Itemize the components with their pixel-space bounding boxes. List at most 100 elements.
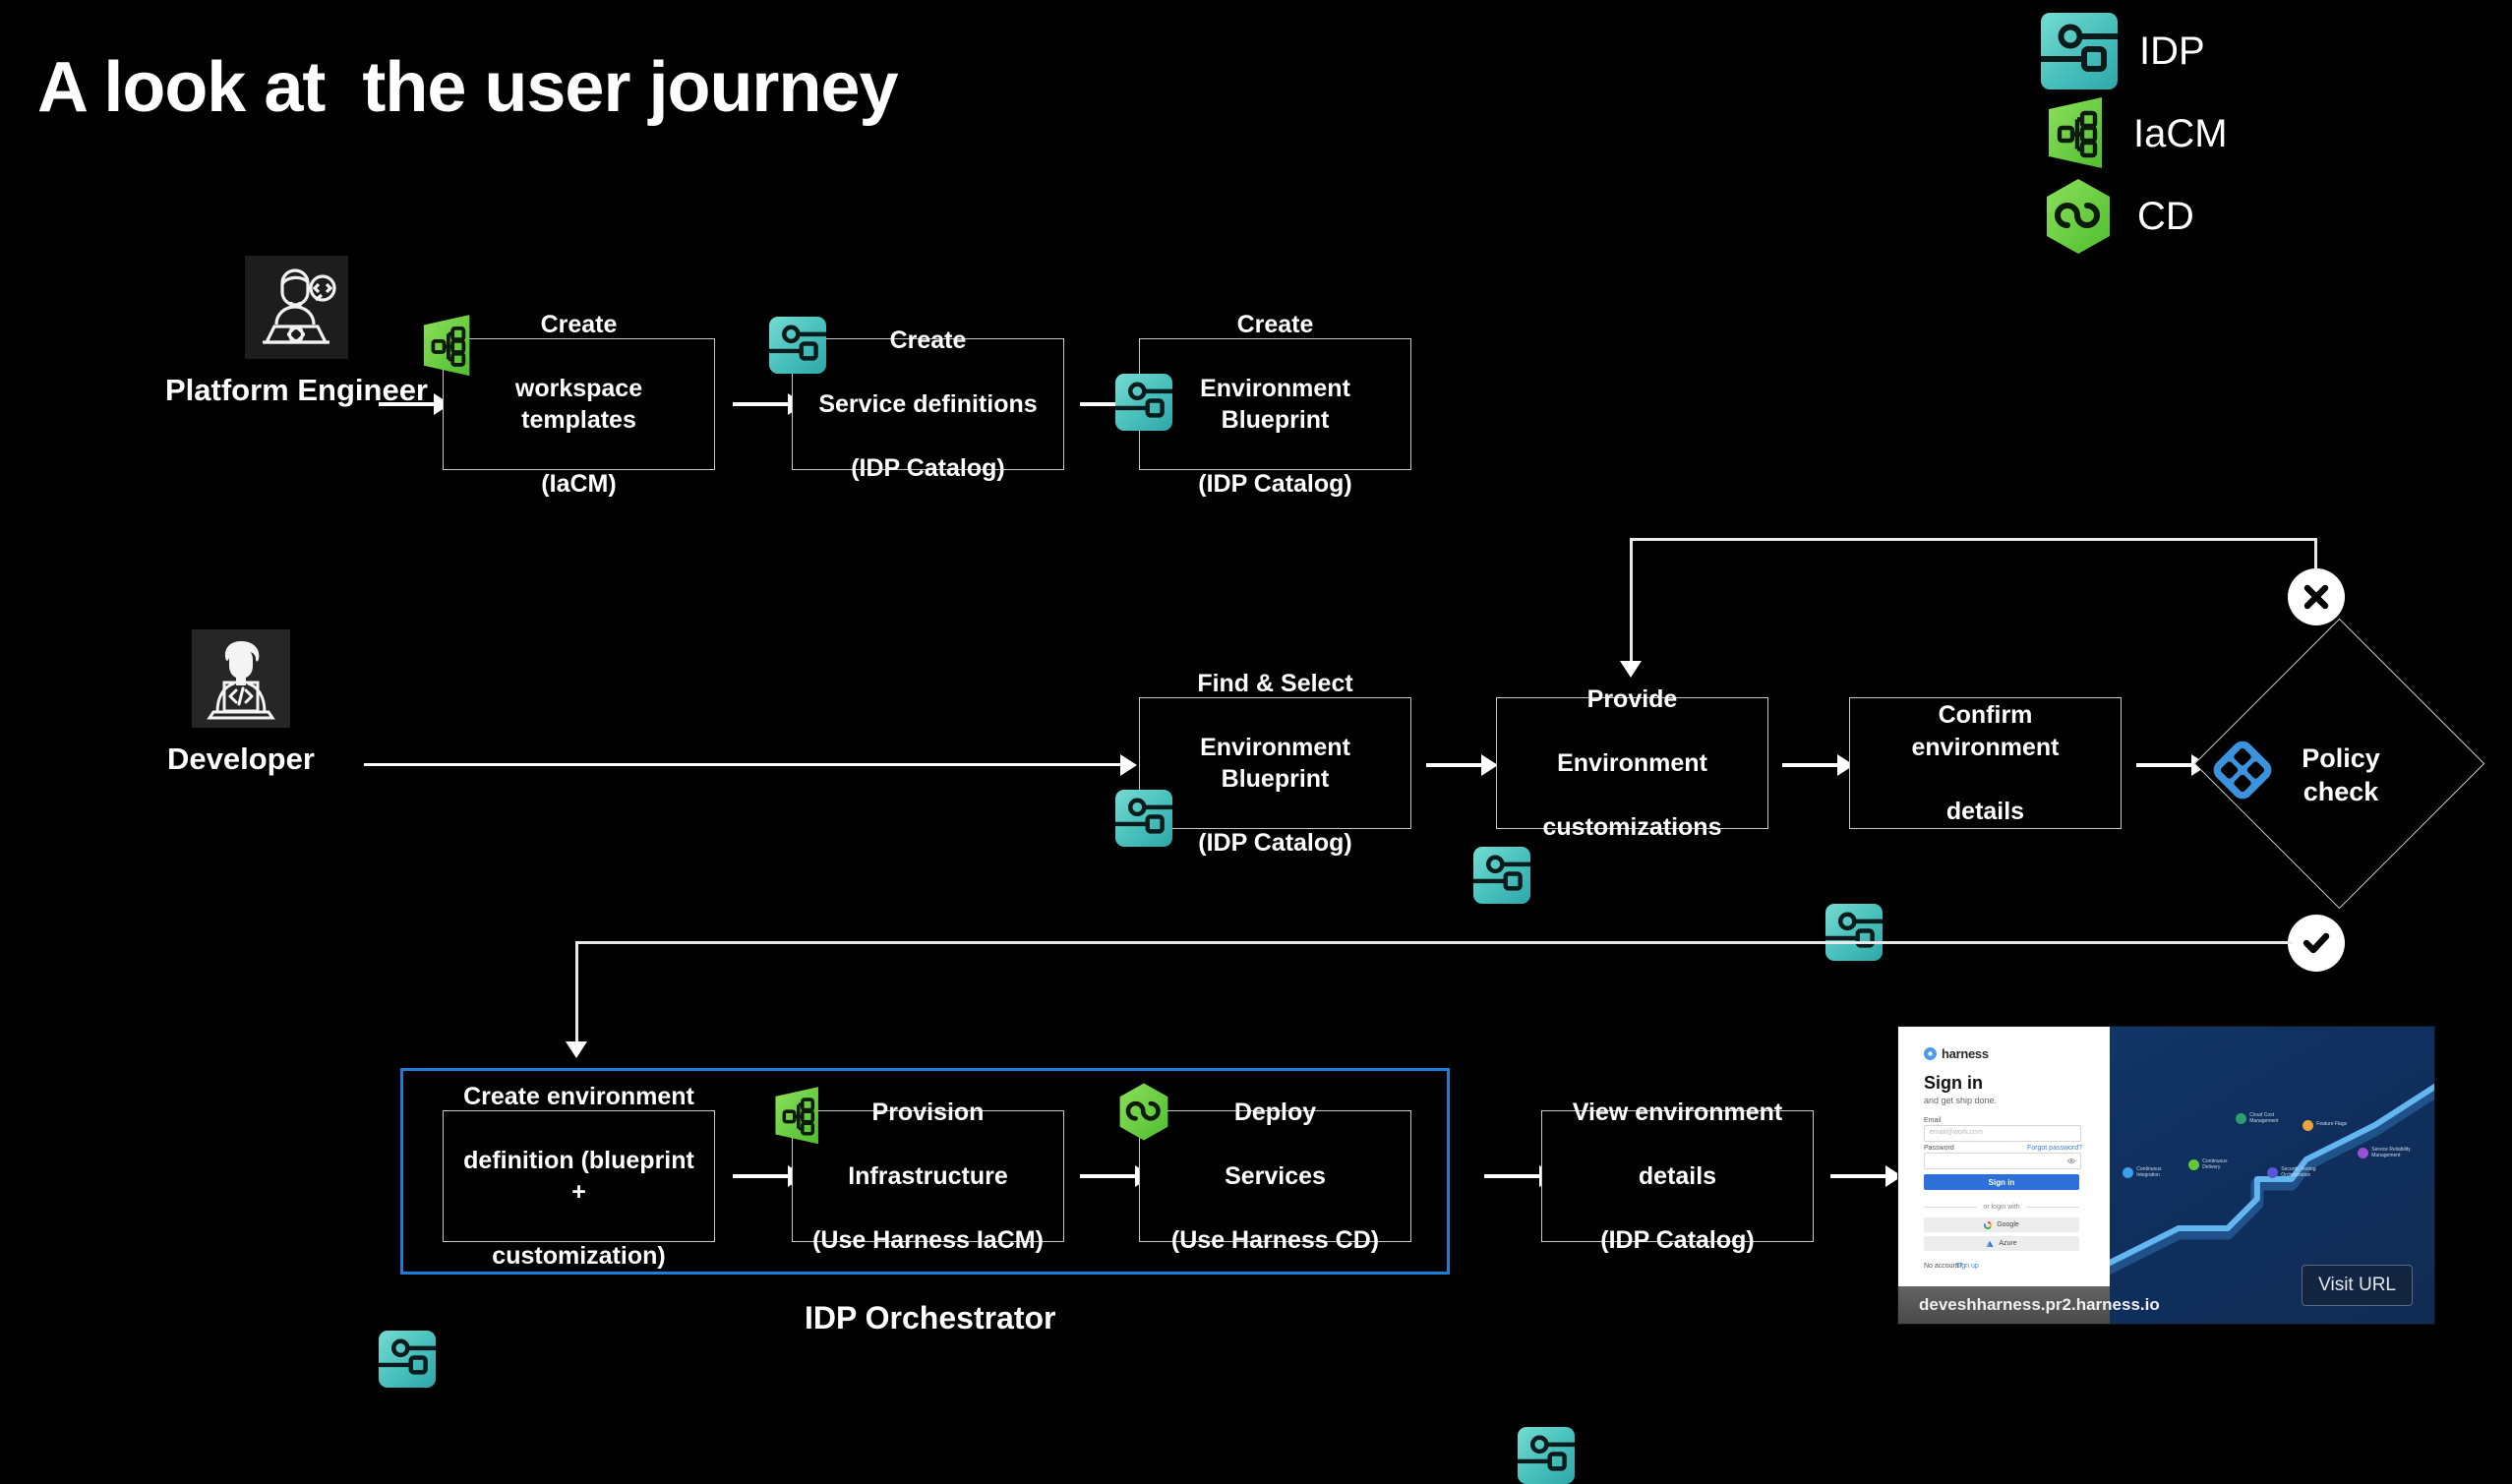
iacm-icon [769, 1085, 826, 1148]
step-deploy-services[interactable]: Deploy Services (Use Harness CD) [1139, 1098, 1411, 1254]
step-provision-infrastructure[interactable]: Provision Infrastructure (Use Harness Ia… [792, 1098, 1064, 1254]
step-line: Provision [871, 1098, 985, 1126]
arrowhead [1481, 754, 1498, 776]
decision-label: Policy check [2282, 742, 2400, 809]
visit-url-button[interactable]: Visit URL [2302, 1265, 2413, 1306]
node-label-cd: Continuous Delivery [2202, 1158, 2228, 1171]
email-label: Email [1924, 1117, 1942, 1124]
node-label-ff: Feature Flags [2316, 1121, 2348, 1127]
step-find-select-blueprint[interactable]: Find & Select Environment Blueprint (IDP… [1139, 670, 1411, 857]
arrow-orch1-to-orch2 [733, 1174, 788, 1178]
step-line: Infrastructure [848, 1161, 1008, 1190]
harness-mark-icon [1924, 1047, 1937, 1060]
policy-icon [2208, 736, 2277, 804]
harness-signin-screenshot[interactable]: harness Sign in and get ship done. Email… [1898, 1027, 2434, 1324]
arrow-step3-to-policy [2136, 763, 2191, 767]
step-create-service-definitions[interactable]: Create Service definitions (IDP Catalog) [792, 326, 1064, 482]
arrow-pe-to-step1 [379, 402, 434, 406]
step-line: Environment Blueprint [1200, 733, 1350, 794]
google-login-button[interactable]: Google [1924, 1217, 2079, 1232]
signin-heading: Sign in [1924, 1073, 1983, 1093]
persona-developer: Developer [167, 629, 315, 777]
arrow-step2-to-step3 [1782, 763, 1837, 767]
step-line: (IDP Catalog) [1600, 1225, 1755, 1254]
step-line: Environment Blueprint [1200, 374, 1350, 435]
arrow-orch2-to-orch3 [1080, 1174, 1135, 1178]
signin-button[interactable]: Sign in [1924, 1174, 2079, 1190]
arrow-dev-to-step1 [364, 763, 1126, 766]
loop-pass-segment [575, 941, 578, 1044]
node-label-ccm: Cloud Cost Management [2249, 1112, 2279, 1125]
step-create-environment-definition[interactable]: Create environment definition (blueprint… [443, 1083, 715, 1270]
step-line: Services [1225, 1161, 1326, 1190]
legend-label-cd: CD [2137, 194, 2194, 238]
cd-icon [2041, 177, 2116, 256]
google-login-label: Google [1997, 1221, 2019, 1228]
node-dot-cd [2188, 1159, 2200, 1170]
persona-label-developer: Developer [167, 742, 315, 776]
step-line: Find & Select [1197, 669, 1353, 697]
email-placeholder: email@work.com [1930, 1129, 1983, 1136]
url-text: deveshharness.pr2.harness.io [1919, 1295, 2160, 1314]
idp-icon [1518, 1427, 1575, 1484]
node-dot-ccm [2236, 1113, 2247, 1124]
step-line: details [1638, 1161, 1717, 1190]
loop-fail-segment [1630, 538, 2317, 541]
node-dot-ci [2123, 1167, 2134, 1178]
arrowhead [1120, 754, 1137, 776]
legend-label-iacm: IaCM [2133, 111, 2228, 155]
step-line: (Use Harness CD) [1170, 1225, 1380, 1254]
harness-logo: harness [1924, 1046, 1989, 1061]
x-circle-icon [2288, 568, 2345, 625]
divider: or login with [1924, 1204, 2080, 1211]
step-line: details [1945, 797, 2025, 825]
signin-panel: harness Sign in and get ship done. Email… [1898, 1027, 2111, 1324]
url-bar: deveshharness.pr2.harness.io [1898, 1286, 2160, 1324]
step-line: View environment [1572, 1098, 1783, 1126]
legend-item-cd: CD [2041, 175, 2228, 258]
step-line: (IDP Catalog) [1198, 470, 1352, 498]
step-line: (IDP Catalog) [851, 453, 1005, 482]
brand-name: harness [1942, 1046, 1989, 1061]
step-line: Service definitions [818, 389, 1038, 418]
idp-icon [1115, 374, 1172, 431]
step-line: Confirm environment [1911, 701, 2060, 761]
step-confirm-environment-details[interactable]: Confirm environment details [1849, 697, 2122, 829]
iacm-icon [2041, 95, 2112, 172]
signup-prompt: No account? [1924, 1263, 1963, 1270]
persona-label-platform-engineer: Platform Engineer [165, 373, 428, 407]
slide-canvas: A look at the user journey IDP [37, 13, 2485, 1484]
idp-icon [769, 317, 826, 374]
loop-fail-segment [2314, 539, 2317, 570]
node-label-sto: Security Testing Orchestration [2281, 1166, 2316, 1179]
idp-icon [379, 1331, 436, 1388]
step-create-environment-blueprint[interactable]: Create Environment Blueprint (IDP Catalo… [1139, 311, 1411, 498]
step-provide-customizations[interactable]: Provide Environment customizations [1496, 685, 1768, 841]
arrow-view-to-screenshot [1830, 1174, 1885, 1178]
check-circle-icon [2288, 915, 2345, 972]
step-line: (IaCM) [541, 470, 617, 498]
arrow-step2-to-step3 [1080, 402, 1135, 406]
azure-login-button[interactable]: Azure [1924, 1236, 2079, 1251]
arrowhead [1885, 1165, 1902, 1187]
step-view-environment-details[interactable]: View environment details (IDP Catalog) [1541, 1098, 1814, 1254]
step-line: Create [540, 310, 618, 338]
node-dot-sto [2267, 1167, 2279, 1178]
divider-label: or login with [1983, 1204, 2020, 1211]
password-field[interactable] [1924, 1153, 2081, 1169]
node-dot-srm [2358, 1148, 2369, 1158]
step-line: Create [1236, 310, 1314, 338]
page-title: A look at the user journey [37, 48, 899, 127]
forgot-password-link[interactable]: Forgot password? [2027, 1145, 2083, 1152]
email-field[interactable]: email@work.com [1924, 1125, 2081, 1142]
azure-icon [1986, 1240, 1994, 1247]
signup-link[interactable]: Sign up [1955, 1263, 1979, 1270]
node-dot-ff [2303, 1120, 2314, 1131]
loop-pass-segment [575, 941, 2292, 944]
loop-fail-segment [1630, 538, 1633, 664]
step-line: Provide [1586, 684, 1678, 713]
idp-orchestrator-label: IDP Orchestrator [805, 1300, 1056, 1336]
step-create-workspace-templates[interactable]: Create workspace templates (IaCM) [443, 311, 715, 498]
arrow-step1-to-step2 [733, 402, 788, 406]
node-label-ci: Continuous Integration [2136, 1166, 2162, 1179]
